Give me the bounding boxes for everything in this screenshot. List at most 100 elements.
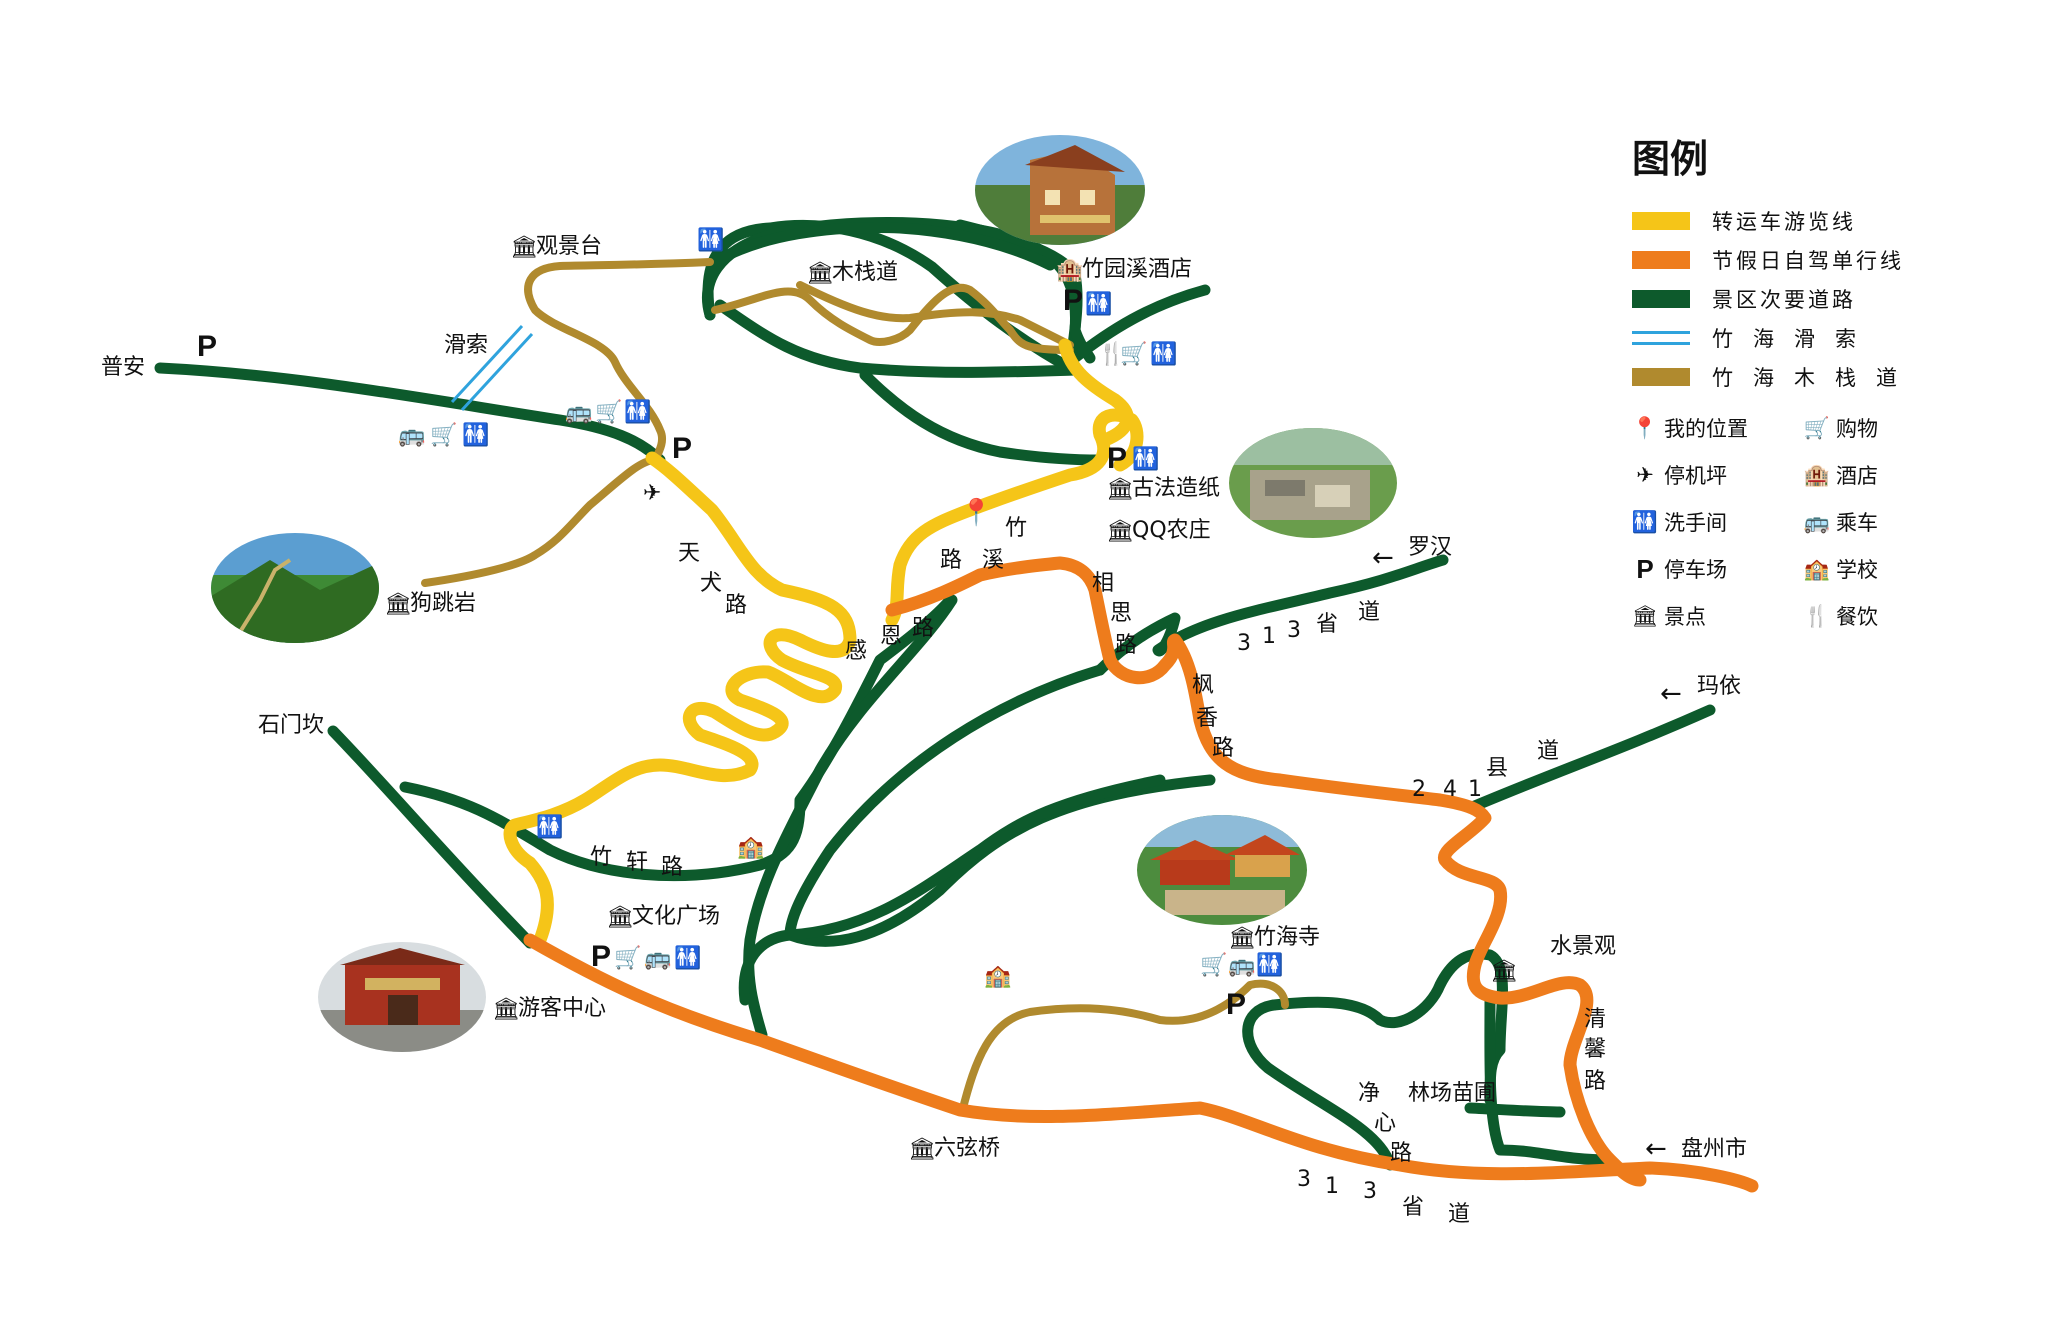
place-shuijingguan: 🏛 水景观 xyxy=(1490,934,1616,984)
scenic-spot-icon: 🏛 xyxy=(1631,603,1659,628)
road-char: 心 xyxy=(1374,1111,1396,1136)
road-linchang xyxy=(1464,1102,1566,1118)
road-jingxin xyxy=(1268,948,1508,1106)
place-label: 游客中心 xyxy=(518,996,606,1021)
shopping-cart-icon: 🛒 xyxy=(595,399,622,425)
boardwalk-goutiaoyan xyxy=(421,456,659,587)
road-char: 路 xyxy=(1390,1141,1412,1166)
road-shimenkan-branch xyxy=(399,594,956,882)
dest-shimenkan: 石门坎 xyxy=(258,713,324,738)
parking-icon: P xyxy=(672,432,692,465)
legend-line-boardwalk: 竹海木栈道 xyxy=(1632,357,1932,396)
road-char: 相 xyxy=(1092,571,1114,596)
secondary-roads xyxy=(154,217,1716,1171)
place-label: QQ农庄 xyxy=(1132,518,1211,543)
legend-symbol-label: 停机坪 xyxy=(1664,464,1727,488)
legend-symbol-label: 洗手间 xyxy=(1664,511,1727,535)
legend-swatch xyxy=(1632,330,1690,345)
road-241 xyxy=(1464,704,1716,814)
restroom-icon: 🚻 xyxy=(1150,341,1177,367)
arrow-left-icon: ← xyxy=(1660,679,1682,709)
legend-line-label: 景区次要道路 xyxy=(1712,287,1856,312)
road-char: 1 xyxy=(1325,1174,1339,1199)
restroom-icon: 🚻 xyxy=(674,945,701,971)
legend-line-label: 转运车游览线 xyxy=(1712,209,1856,234)
shopping-cart-icon: 🛒 xyxy=(430,422,457,448)
place-zhuhaisi: 🏛 竹海寺 xyxy=(1228,925,1320,951)
place-wenhua-guangchang: 🏛 文化广场 xyxy=(606,904,720,930)
place-label: 木栈道 xyxy=(832,260,898,285)
road-ring-lower xyxy=(859,369,1106,466)
legend-symbol: ✈停机坪 xyxy=(1632,457,1804,493)
road-char: 3 xyxy=(1363,1179,1377,1204)
school-icon: 🏫 xyxy=(984,964,1011,989)
parking-icon: P xyxy=(591,940,611,973)
restroom-icon: 🚻 xyxy=(1132,446,1159,472)
place-youke-zhongxin: 🏛 游客中心 xyxy=(492,996,606,1022)
legend-symbol: 🏫学校 xyxy=(1804,551,1954,587)
scenic-spot-icon: 🏛 xyxy=(1490,959,1518,984)
dest-label: 罗汉 xyxy=(1408,535,1452,560)
arrow-left-icon: ← xyxy=(1372,543,1394,573)
road-char: 路 xyxy=(940,548,962,573)
helipad-icon: ✈ xyxy=(643,481,661,506)
road-char: 枫 xyxy=(1192,673,1214,698)
road-char: 竹 xyxy=(1005,516,1027,541)
scenic-spot-icon: 🏛 xyxy=(606,905,634,930)
boardwalk-zhuhaisi xyxy=(958,979,1289,1116)
legend-swatch xyxy=(1632,211,1690,230)
parking-icon: P xyxy=(1063,284,1083,317)
photo-goutiaoyan xyxy=(211,533,379,643)
legend-symbol: 🚌乘车 xyxy=(1804,504,1954,540)
road-top-east-branch xyxy=(1066,284,1211,366)
school-icon: 🏫 xyxy=(737,835,764,860)
restroom-icon: 🚻 xyxy=(624,399,651,425)
road-char: 3 xyxy=(1287,618,1301,643)
place-gufa-zaozhi: 🏛 古法造纸 xyxy=(1106,476,1220,502)
road-char: 清 xyxy=(1584,1007,1606,1032)
road-char: 路 xyxy=(912,616,934,641)
scenic-spot-icon: 🏛 xyxy=(908,1137,936,1162)
road-char: 路 xyxy=(661,855,683,880)
road-names: 天 犬 路 竹 路 溪 感 恩 路 相 思 路 枫 香 路 竹 轩 路 净 心 … xyxy=(590,516,1606,1227)
parking-icon: P xyxy=(1107,442,1127,475)
place-liuxianqiao: 🏛 六弦桥 xyxy=(908,1136,1000,1162)
place-label: 古法造纸 xyxy=(1132,476,1220,501)
place-label-linchang-miaopu: 林场苗圃 xyxy=(1408,1081,1496,1106)
dining-icon: 🍴 xyxy=(1098,341,1125,367)
place-label: 观景台 xyxy=(536,234,602,259)
road-char: 2 xyxy=(1412,777,1426,802)
scenic-spot-icon: 🏛 xyxy=(806,261,834,286)
dest-label: 盘州市 xyxy=(1681,1137,1747,1162)
hotel-icon: 🏨 xyxy=(1803,462,1831,487)
road-char: 3 xyxy=(1297,1167,1311,1192)
road-char: 感 xyxy=(845,639,867,664)
legend-symbol-label: 停车场 xyxy=(1664,558,1727,582)
road-char: 净 xyxy=(1358,1081,1380,1106)
place-muzhandao: 🏛 木栈道 xyxy=(806,260,898,286)
location-pin-icon: 📍 xyxy=(1631,415,1659,440)
road-char: 省 xyxy=(1402,1195,1424,1220)
dest-mayi: ← 玛依 xyxy=(1660,674,1741,709)
place-guanjingtai: 🏛 观景台 xyxy=(510,234,602,260)
shopping-cart-icon: 🛒 xyxy=(1803,415,1831,440)
legend-line-secondary: 景区次要道路 xyxy=(1632,279,1932,318)
road-char: 道 xyxy=(1448,1202,1470,1227)
scenic-spot-icon: 🏛 xyxy=(1106,519,1134,544)
legend-swatch xyxy=(1632,250,1690,269)
parking-markers: P P P P P P xyxy=(197,284,1246,1021)
legend-symbol: 🏛景点 xyxy=(1632,598,1804,634)
bus-icon: 🚌 xyxy=(1228,953,1255,978)
dest-puan: 普安 xyxy=(101,355,145,380)
road-jingxin-loop xyxy=(1242,999,1396,1171)
place-qq-nongzhuang: 🏛 QQ农庄 xyxy=(1106,518,1211,544)
legend-line-label: 竹海滑索 xyxy=(1712,326,1876,351)
legend-symbol-label: 学校 xyxy=(1836,558,1878,582)
restroom-icon: 🚻 xyxy=(1256,952,1283,978)
destinations: 普安 石门坎 ← 罗汉 ← 玛依 ← 盘州市 xyxy=(101,355,1747,1164)
legend-symbol: 📍我的位置 xyxy=(1632,410,1804,446)
road-char: 路 xyxy=(1584,1069,1606,1094)
road-char: 恩 xyxy=(880,624,902,649)
road-char: 思 xyxy=(1110,601,1132,626)
